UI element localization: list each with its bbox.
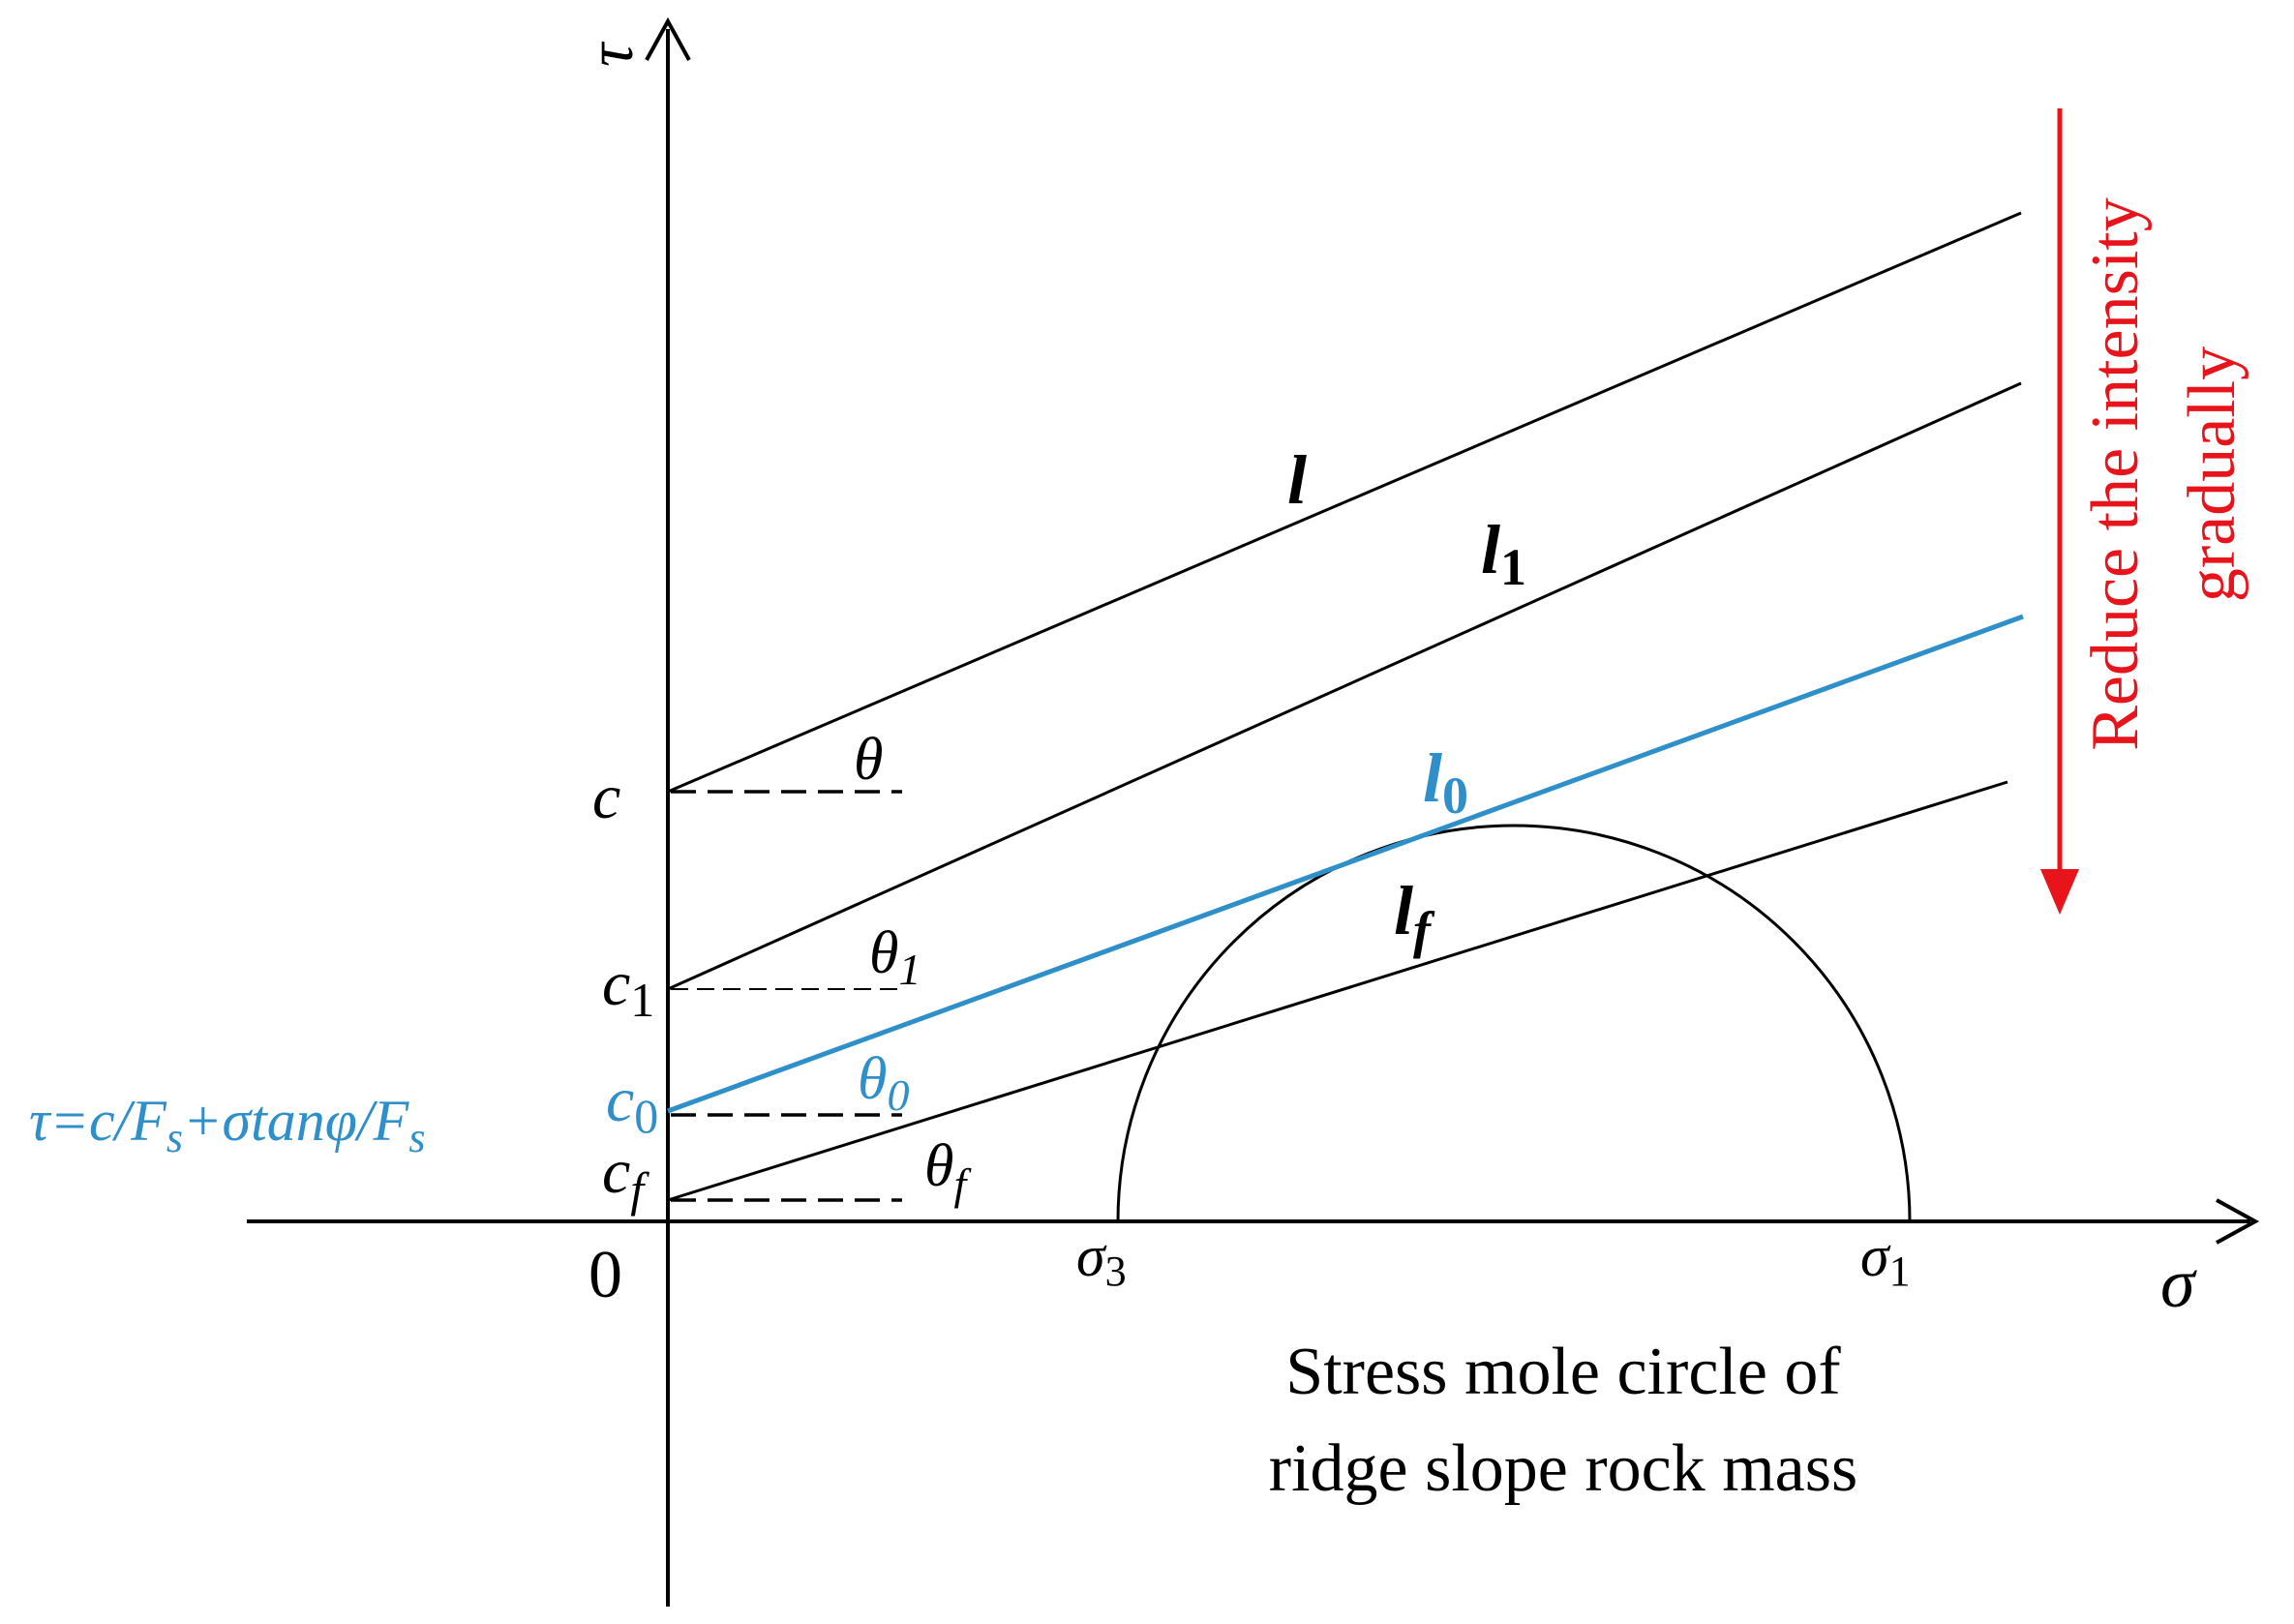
reduce-annotation-line2: gradually	[2175, 346, 2249, 602]
line-lf-label: lf	[1394, 872, 1435, 959]
envelope-line-l	[667, 211, 2022, 794]
origin-label: 0	[589, 1238, 622, 1312]
line-l0-label: l0	[1423, 739, 1468, 825]
tau-axis-arrowhead	[645, 16, 691, 61]
intercept-cf-label: cf	[602, 1136, 649, 1217]
intercept-c-label: c	[592, 762, 620, 832]
angle-theta-label: θ	[854, 727, 883, 793]
circle-caption-line1: Stress mole circle of	[1285, 1335, 1841, 1409]
envelope-line-l0	[667, 614, 2024, 1114]
reduce-annotation-line1: Reduce the intensity	[2078, 197, 2153, 751]
line-l-label: l	[1287, 441, 1307, 519]
angle-theta1-label: θ1	[869, 920, 921, 994]
circle-caption-line2: ridge slope rock mass	[1269, 1431, 1857, 1506]
sigma3-label: σ3	[1076, 1224, 1127, 1295]
sigma-axis-label: σ	[2160, 1245, 2197, 1322]
intercept-c0-label: c0	[606, 1065, 658, 1143]
reduce-arrow-head	[2040, 869, 2079, 915]
tau-axis-label: τ	[573, 41, 647, 67]
envelope-line-l1	[667, 381, 2022, 991]
sigma1-label: σ1	[1860, 1224, 1911, 1295]
reduced-strength-formula: τ=c/Fs+σtanφ/Fs	[29, 1089, 425, 1161]
intercept-c1-label: c1	[602, 948, 654, 1027]
envelope-line-lf	[667, 780, 2008, 1202]
angle-thetaf-label: θf	[924, 1133, 972, 1209]
angle-theta0-label: θ0	[858, 1046, 909, 1120]
mohr-stress-circle	[1116, 824, 1912, 1222]
sigma-axis-arrowhead	[2216, 1198, 2260, 1245]
line-l1-label: l1	[1481, 511, 1526, 596]
